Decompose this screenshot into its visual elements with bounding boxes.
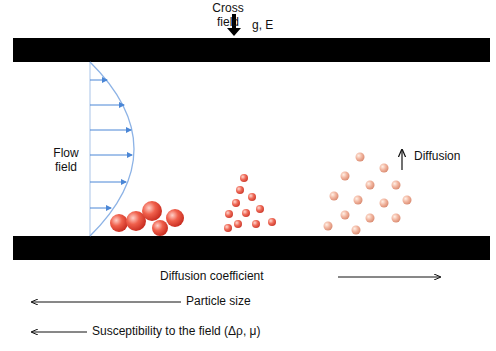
diffusion-label: Diffusion (414, 150, 460, 164)
large-particles (110, 201, 184, 236)
particle-size-label: Particle size (186, 295, 251, 309)
flow-vectors (90, 80, 132, 208)
top-plate (13, 38, 490, 62)
diffusion-arrow (401, 150, 402, 170)
diffusion-coefficient-label: Diffusion coefficient (160, 270, 264, 284)
flow-profile (90, 62, 134, 236)
medium-particles (224, 174, 276, 232)
profile-baseline (90, 62, 91, 236)
field-label: Cross field (208, 2, 248, 30)
flow-label: Flow field (46, 147, 86, 175)
field-symbols: g, E (252, 19, 273, 33)
small-particles (324, 153, 412, 235)
diffusion-trend-arrow (338, 277, 440, 278)
susceptibility-trend-arrow (32, 332, 87, 333)
size-trend-arrow (32, 302, 181, 303)
susceptibility-label: Susceptibility to the field (Δρ, μ) (92, 325, 261, 339)
field-arrow-head (227, 28, 241, 36)
bottom-plate (13, 236, 490, 260)
